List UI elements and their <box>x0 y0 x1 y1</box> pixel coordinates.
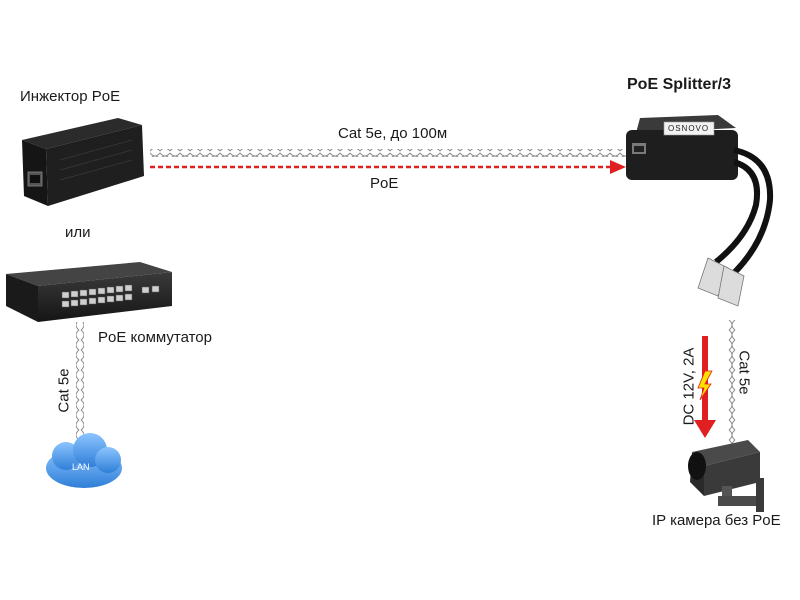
or-label: или <box>65 224 91 241</box>
poe-splitter-device <box>626 115 774 307</box>
poe-arrow <box>150 160 626 174</box>
camera-cable <box>728 320 736 450</box>
poe-label: PoE <box>370 175 399 192</box>
dc-power-arrow <box>694 336 716 438</box>
lan-cable <box>76 322 84 444</box>
poe-switch-device <box>6 262 172 322</box>
lan-label: LAN <box>72 462 90 472</box>
ip-camera-device <box>688 440 764 512</box>
poe-injector-device <box>22 118 144 206</box>
splitter-label: PoE Splitter/3 <box>627 76 732 93</box>
camera-cable-label: Cat 5e <box>735 350 753 395</box>
lan-cloud <box>46 433 122 488</box>
cable-length-label: Cat 5e, до 100м <box>338 125 448 142</box>
dc-power-label: DC 12V, 2A <box>680 347 698 426</box>
lan-cable-label: Cat 5e <box>55 368 73 413</box>
splitter-brand-text: OSNOVO <box>668 124 710 133</box>
camera-label: IP камера без PoE <box>652 512 781 529</box>
injector-label: Инжектор PoE <box>20 88 121 105</box>
main-cable <box>150 149 626 157</box>
switch-label: PoE коммутатор <box>98 329 212 346</box>
